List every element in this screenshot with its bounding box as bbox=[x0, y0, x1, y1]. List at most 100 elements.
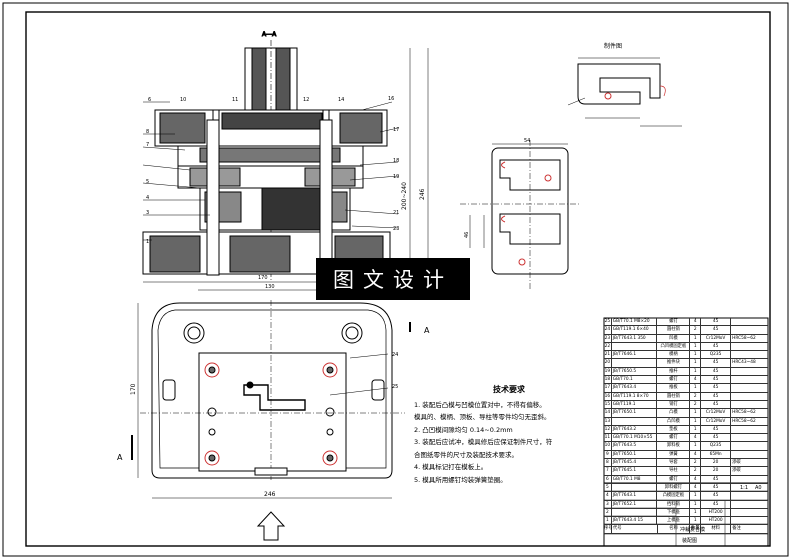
bom-cell: 销钉 bbox=[657, 400, 691, 409]
bom-cell: 导套 bbox=[657, 459, 691, 467]
bom-cell: 1 bbox=[690, 384, 702, 392]
bom-cell: 1 bbox=[690, 351, 702, 359]
bom-cell: 16 bbox=[604, 392, 612, 400]
bom-cell: 2 bbox=[690, 392, 702, 400]
bom-cell: HT200 bbox=[701, 517, 732, 525]
bom-cell: JB/T7643.4 bbox=[612, 384, 658, 392]
tr-item: 3. 装配后应试冲，模具修后应保证制件尺寸，符 bbox=[414, 438, 553, 446]
tb-drawing: 装配图 bbox=[682, 538, 698, 544]
bom-cell: 1 bbox=[690, 367, 702, 376]
bom-cell: GB/T119.1 bbox=[612, 400, 658, 409]
bom-cell: 1 bbox=[690, 409, 702, 417]
bom-cell: JB/T7643.4 15 bbox=[612, 517, 658, 525]
bom-cell: 10 bbox=[604, 442, 612, 450]
bom-cell bbox=[731, 476, 768, 483]
tr-item: 5. 模具所用螺钉均装弹簧垫圈。 bbox=[414, 475, 507, 484]
balloon-12: 12 bbox=[303, 97, 309, 103]
bom-cell: 推杆 bbox=[657, 367, 691, 376]
bom-cell bbox=[612, 417, 658, 425]
strip-layout bbox=[460, 140, 580, 290]
balloon-18: 18 bbox=[393, 158, 399, 164]
bom-cell: HRC43~48 bbox=[732, 360, 756, 366]
part-detail bbox=[567, 57, 682, 127]
bom-cell: 1 bbox=[690, 492, 702, 500]
balloon-23: 23 bbox=[393, 226, 399, 232]
bom-cell: Cr12MoV bbox=[701, 409, 732, 417]
bom-cell bbox=[612, 359, 658, 367]
bom-cell: 1 bbox=[604, 517, 612, 525]
bom-cell: 模柄 bbox=[657, 351, 691, 359]
view-label-a2: A bbox=[424, 326, 430, 335]
bom-cell: JB/T7650.1 bbox=[612, 409, 658, 417]
bom-cell: JB/T7643.1 bbox=[612, 492, 658, 500]
bom-cell: 45 bbox=[701, 392, 732, 400]
bom-cell: 2 bbox=[690, 467, 702, 475]
bom-cell: HT200 bbox=[701, 508, 732, 517]
bom-cell: 45 bbox=[701, 326, 732, 334]
bom-cell: JB/T7645.1 bbox=[612, 467, 658, 475]
section-view: A—A bbox=[142, 31, 429, 291]
bom-cell bbox=[731, 393, 768, 400]
bom-cell: 22 bbox=[604, 342, 612, 351]
dim-base-width2: 130 bbox=[265, 284, 275, 290]
bom-cell: 21 bbox=[604, 351, 612, 359]
tb-mark: A0 bbox=[755, 485, 762, 491]
bom-cell: 1 bbox=[690, 442, 702, 450]
bom-cell: 凸凹模 bbox=[657, 417, 691, 425]
bom-cell: 卸料板 bbox=[657, 442, 691, 450]
dim-strip-pitch: 46 bbox=[464, 232, 470, 238]
bom-cell: 3 bbox=[604, 500, 612, 508]
bom-cell: 24 bbox=[604, 326, 612, 334]
bom-cell: 45 bbox=[701, 318, 732, 326]
tr-title: 技术要求 bbox=[493, 385, 525, 394]
bom-cell: 9 bbox=[604, 450, 612, 459]
bom-cell: 推件块 bbox=[657, 359, 691, 367]
bom-cell: 45 bbox=[701, 342, 732, 351]
bom-cell: JB/T7650.1 bbox=[612, 450, 658, 459]
bom-cell: 圆柱销 bbox=[657, 392, 691, 400]
bom-cell: Q235 bbox=[701, 351, 732, 359]
bom-cell: 上模座 bbox=[657, 517, 691, 525]
bom-cell: 4 bbox=[604, 492, 612, 500]
dim-strip-width: 54 bbox=[524, 138, 530, 144]
bom-cell: 45 bbox=[701, 500, 732, 508]
bom-cell: 23 bbox=[604, 334, 612, 342]
bom-cell bbox=[731, 326, 768, 333]
balloon-8: 8 bbox=[146, 129, 149, 135]
bom-cell: 20 bbox=[604, 359, 612, 367]
balloon-7: 7 bbox=[146, 142, 149, 148]
bom-cell: 4 bbox=[690, 318, 702, 326]
bom-cell: GB/T70.1 M8×20 bbox=[612, 318, 658, 326]
balloon-10: 10 bbox=[180, 97, 186, 103]
bom-cell: 2 bbox=[690, 400, 702, 409]
balloon-6: 6 bbox=[148, 97, 151, 103]
bom-cell: JB/T7645.4 bbox=[612, 459, 658, 467]
bom-cell: 5 bbox=[604, 483, 612, 492]
bom-cell: 45 bbox=[701, 359, 732, 367]
bom-cell: HRC58~62 bbox=[732, 410, 756, 416]
bom-cell: 凸模 bbox=[657, 409, 691, 417]
tr-item: 合图纸零件的尺寸及装配技术要求。 bbox=[414, 450, 518, 459]
balloon-11: 11 bbox=[232, 97, 238, 103]
bom-cell: 4 bbox=[690, 434, 702, 442]
detail-title: 制件图 bbox=[604, 42, 622, 50]
bom-cell: 2 bbox=[690, 459, 702, 467]
bom-cell: 下模座 bbox=[657, 508, 691, 517]
